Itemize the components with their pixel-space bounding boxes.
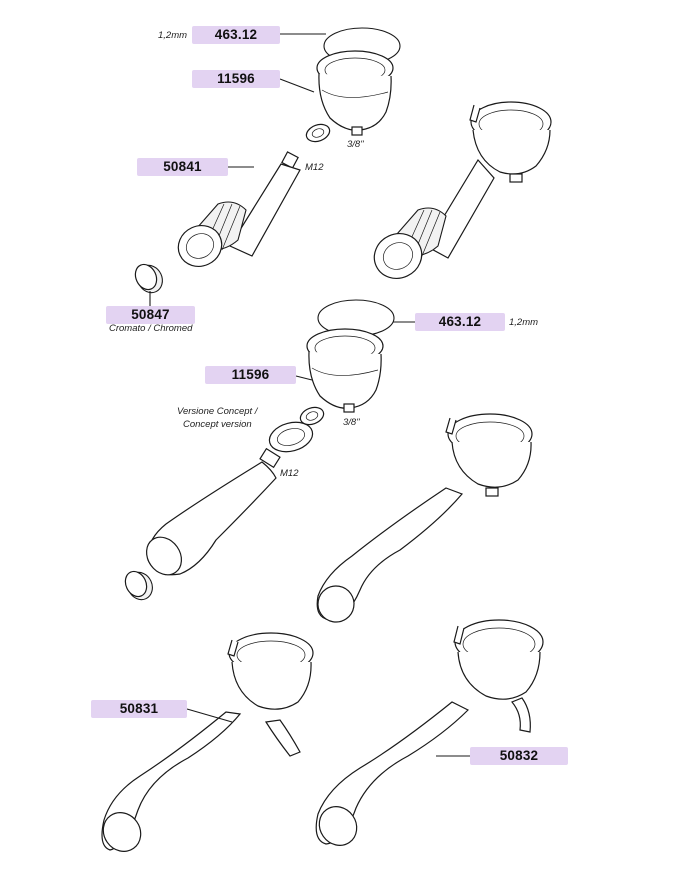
concept-ring-adapter — [268, 421, 314, 453]
portafilter-assembled-wooden — [316, 413, 533, 623]
portafilter-spout-double — [315, 619, 544, 846]
cap-note: Cromato / Chromed — [109, 323, 193, 334]
gasket-top-code-tag: 463.12 — [192, 26, 280, 44]
gasket-mid-code-tag: 463.12 — [415, 313, 505, 331]
concept-note-line2: Concept version — [183, 419, 252, 430]
filter-holder-basket-top — [305, 50, 394, 143]
portafilter-spout-single — [101, 632, 314, 852]
gasket-top-note: 1,2mm — [158, 30, 188, 41]
assembly-left-code-tag: 50831 — [91, 700, 187, 718]
gasket-mid-note: 1,2mm — [509, 317, 539, 328]
handle-top-code-tag: 50841 — [137, 158, 228, 176]
concept-note-line1: Versione Concept / — [177, 406, 258, 417]
handle-mid-thread-note: M12 — [280, 468, 299, 479]
thread-mid-note: 3/8" — [343, 417, 360, 428]
portafilter-assembled-chromed — [373, 101, 552, 279]
chrome-end-cap — [134, 263, 163, 294]
basket-top-code-tag: 11596 — [192, 70, 280, 88]
basket-mid-code-tag: 11596 — [205, 366, 296, 384]
handle-chromed-exploded — [177, 151, 301, 267]
end-cap-mid — [124, 570, 153, 601]
filter-holder-basket-mid — [299, 328, 384, 426]
handle-top-thread-note: M12 — [305, 162, 324, 173]
handle-wooden-exploded — [145, 447, 281, 576]
thread-top-note: 3/8" — [347, 139, 364, 150]
assembly-right-code-tag: 50832 — [470, 747, 568, 765]
leader-lines — [149, 33, 470, 757]
cap-code-tag: 50847 — [106, 306, 195, 324]
